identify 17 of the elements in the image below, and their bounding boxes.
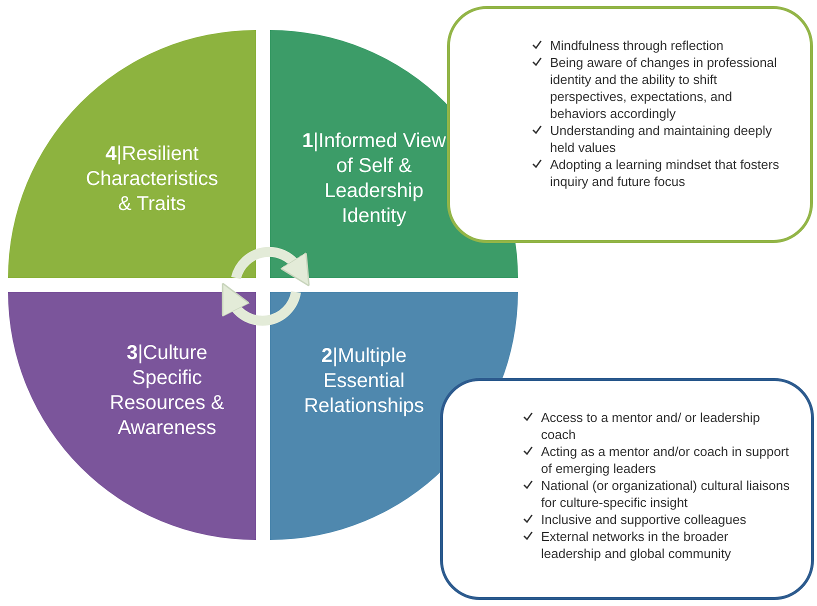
callout-box bbox=[440, 378, 814, 600]
segment-title: 4|Resilient Characteristics & Traits bbox=[84, 142, 220, 216]
segment-title: 2|Multiple Essential Relationships bbox=[302, 344, 426, 418]
cycle-arrow bbox=[220, 283, 301, 326]
callout-box bbox=[447, 6, 813, 243]
segment-title: 1|Informed View of Self & Leadership Identity bbox=[301, 129, 447, 229]
cycle-arrow bbox=[231, 246, 311, 286]
bullet-text: Adopting a learning mindset that fosters inquiry and future focus bbox=[550, 156, 780, 190]
bullet-text: Understanding and maintaining deeply held values bbox=[550, 122, 773, 156]
bullet-text: National (or organizational) cultural liaisons for culture-specific insight bbox=[541, 477, 791, 511]
bullet-text: Access to a mentor and/ or leadership coach bbox=[541, 409, 761, 443]
bullet-text: Inclusive and supportive colleagues bbox=[541, 511, 746, 528]
segment-title: 3|Culture Specific Resources & Awareness bbox=[108, 341, 226, 441]
bullet-text: Acting as a mentor and/or coach in support of emerging leaders bbox=[541, 443, 790, 477]
bullet-text: External networks in the broader leadership and global community bbox=[541, 528, 732, 562]
bullet-text: Mindfulness through reflection bbox=[550, 37, 724, 54]
bullet-text: Being aware of changes in professional identity and the ability to shift perspectives, expectations, and behaviors accordingly bbox=[550, 54, 778, 122]
